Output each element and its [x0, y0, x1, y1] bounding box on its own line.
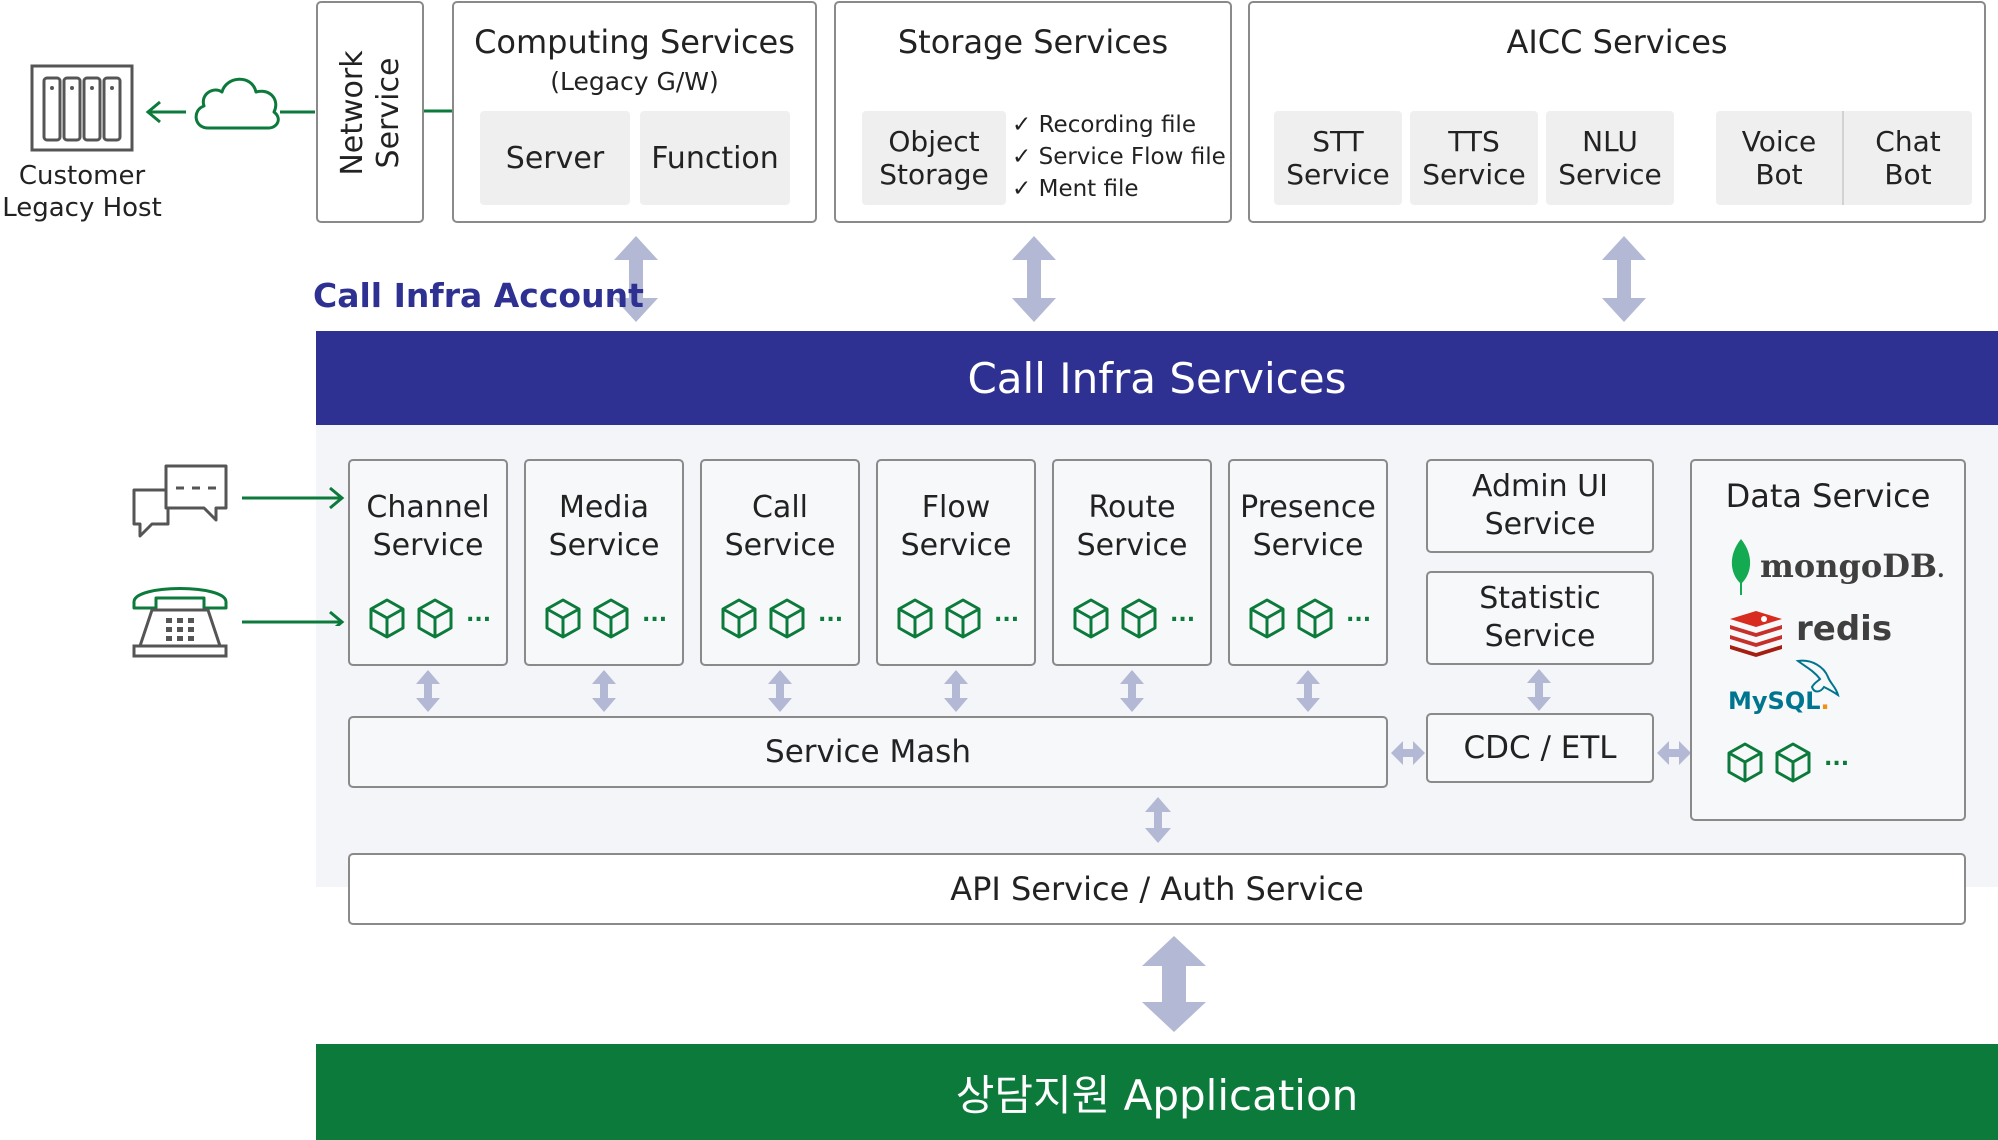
- storage-to-call-infra-arrow: [1012, 236, 1056, 322]
- mysql-dolphin-icon: [1795, 659, 1840, 698]
- storage-file-flow: ✓ Service Flow file: [1012, 144, 1226, 170]
- customer-legacy-host-label: Customer Legacy Host: [2, 161, 162, 223]
- function-item: Function: [640, 111, 790, 205]
- ellipsis: ...: [1824, 746, 1849, 771]
- call-infra-account-label: Call Infra Account: [313, 276, 644, 315]
- mongodb-logo-text: mongoDB.: [1760, 547, 1945, 585]
- ellipsis: ...: [1170, 602, 1195, 627]
- container-cubes-icon: ...: [1249, 598, 1371, 639]
- storage-file-list: ✓ Recording file ✓ Service Flow file ✓ M…: [1012, 109, 1226, 205]
- call-infra-services-banner: Call Infra Services: [316, 331, 1998, 425]
- storage-services-title: Storage Services: [897, 23, 1169, 61]
- network-service-box: Network Service: [316, 1, 424, 223]
- computing-to-call-infra-arrow: [614, 236, 658, 322]
- data-service-title: Data Service: [1725, 477, 1931, 515]
- network-to-computing-line: [424, 109, 454, 113]
- storage-file-recording: ✓ Recording file: [1012, 112, 1196, 138]
- network-service-label: Network Service: [335, 50, 406, 176]
- ellipsis: ...: [994, 602, 1019, 627]
- data-service-box: Data Service mongoDB. redis MySQL. ...: [1690, 459, 1966, 821]
- container-cubes-icon: ...: [1727, 742, 1849, 783]
- storage-services-box: Storage Services Object Storage ✓ Record…: [834, 1, 1232, 223]
- computing-services-title: Computing Services: [474, 23, 795, 61]
- redis-logo-icon: [1730, 611, 1782, 657]
- customer-connection: [145, 100, 315, 124]
- container-cubes-icon: ...: [1073, 598, 1195, 639]
- application-banner: 상담지원 Application: [316, 1044, 1998, 1140]
- service-to-mesh-arrows: [416, 670, 1320, 712]
- ellipsis: ...: [1346, 602, 1371, 627]
- chat-bubbles-icon: [130, 462, 230, 548]
- cdc-to-data-arrow: [1657, 741, 1691, 765]
- statistic-to-cdc-arrow: [1527, 669, 1551, 711]
- server-rack-icon: [30, 64, 134, 152]
- check-icon: ✓: [1012, 112, 1032, 138]
- telephone-icon: [128, 580, 232, 660]
- ellipsis: ...: [466, 602, 491, 627]
- mesh-to-api-arrow: [1145, 797, 1171, 843]
- container-cubes-icon: ...: [897, 598, 1019, 639]
- aicc-to-call-infra-arrow: [1602, 236, 1646, 322]
- container-cubes-icon: ...: [721, 598, 843, 639]
- redis-logo-text: redis: [1796, 609, 1893, 649]
- mesh-to-cdc-arrow: [1391, 741, 1425, 765]
- storage-file-ment: ✓ Ment file: [1012, 176, 1139, 202]
- check-icon: ✓: [1012, 144, 1032, 170]
- computing-services-subtitle: (Legacy G/W): [550, 67, 719, 96]
- api-to-application-arrow: [1142, 936, 1206, 1032]
- server-item: Server: [480, 111, 630, 205]
- ellipsis: ...: [642, 602, 667, 627]
- container-cubes-icon: ...: [545, 598, 667, 639]
- mysql-logo-text: MySQL.: [1728, 687, 1830, 715]
- mongodb-leaf-icon: [1731, 539, 1751, 595]
- cloud-icon: [190, 70, 284, 134]
- api-auth-service-bar: API Service / Auth Service: [348, 853, 1966, 925]
- service-mesh-bar: Service Mash: [348, 716, 1388, 788]
- computing-services-box: Computing Services (Legacy G/W) Server F…: [452, 1, 817, 223]
- container-cubes-icon: ...: [369, 598, 491, 639]
- cdc-etl-box: CDC / ETL: [1426, 713, 1654, 783]
- object-storage-item: Object Storage: [862, 111, 1006, 205]
- ellipsis: ...: [818, 602, 843, 627]
- channel-input-arrows: [242, 486, 345, 626]
- check-icon: ✓: [1012, 176, 1032, 202]
- aicc-services-title: AICC Services: [1506, 23, 1728, 61]
